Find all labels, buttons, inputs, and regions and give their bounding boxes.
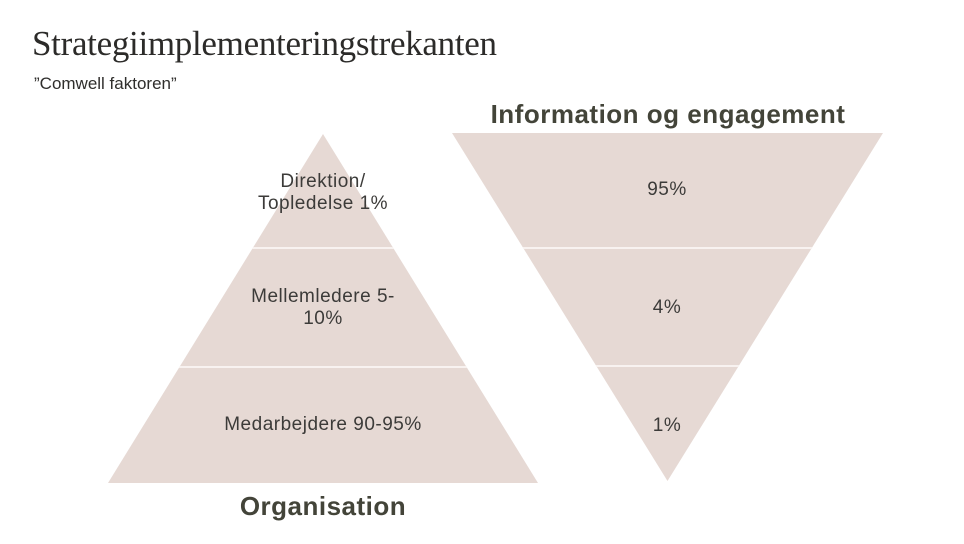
- organisation-level-mellemledere-label: Mellemledere 5- 10%: [251, 286, 395, 329]
- information-level-3-value: 1%: [652, 415, 682, 436]
- information-pyramid-heading: Information og engagement: [490, 99, 846, 129]
- information-level-2-value: 4%: [652, 297, 682, 318]
- organisation-level-topledelse-label: Direktion/ Topledelse 1%: [257, 171, 389, 214]
- organisation-level-medarbejdere-label: Medarbejdere 90-95%: [224, 414, 422, 435]
- organisation-pyramid-heading: Organisation: [239, 491, 407, 521]
- page-subtitle: ”Comwell faktoren”: [34, 74, 177, 93]
- information-pyramid-shape: [452, 133, 883, 481]
- information-level-1-value: 95%: [647, 179, 687, 200]
- page-title: Strategiimplementeringstrekanten: [32, 24, 497, 63]
- organisation-pyramid-shape: [108, 134, 538, 483]
